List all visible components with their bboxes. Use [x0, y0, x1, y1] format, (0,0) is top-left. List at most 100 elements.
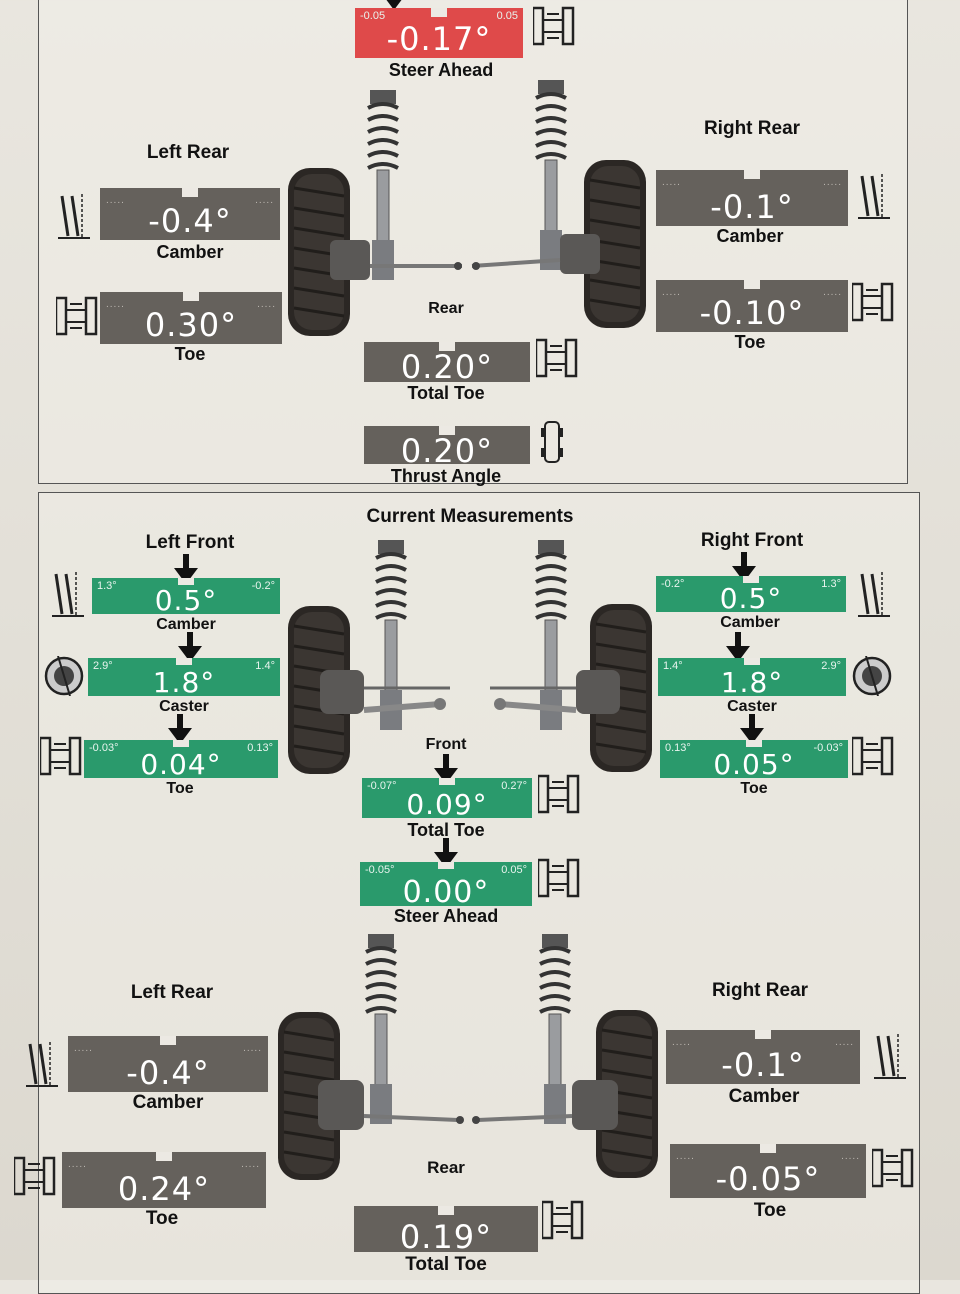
left-front-camber-value: 0.5° [154, 584, 218, 617]
left-rear-camber-gauge: .......... -0.4° [68, 1036, 268, 1092]
panel-title: Current Measurements [366, 506, 574, 527]
gauge-min: -0.03° [89, 742, 119, 754]
rear-total-toe-value: 0.20° [400, 348, 494, 386]
caster-icon [44, 656, 84, 696]
left-front-camber-gauge: 1.3° -0.2° 0.5° [92, 578, 280, 617]
right-front-caster-value: 1.8° [720, 666, 784, 699]
steer-ahead-gauge-top: -0.05 0.05 -0.17° [355, 8, 523, 58]
gauge-max: 0.05° [501, 864, 527, 876]
left-front-toe-label: Toe [166, 780, 194, 797]
camber-icon [56, 192, 92, 240]
rear-total-toe-value: 0.19° [399, 1218, 493, 1256]
toe-axle-icon [14, 1156, 56, 1196]
right-front-camber-label: Camber [720, 614, 780, 631]
right-rear-camber-label: Camber [716, 226, 784, 246]
gauge-max: -0.03° [813, 742, 843, 754]
thrust-angle-gauge: 0.20° [364, 426, 530, 468]
right-rear-camber-gauge: .......... -0.1° [656, 170, 848, 226]
right-rear-title: Right Rear [703, 118, 801, 139]
left-rear-camber-label: Camber [156, 242, 224, 262]
front-total-toe-label: Total Toe [407, 820, 485, 840]
left-rear-toe-value: 0.30° [144, 306, 238, 344]
left-rear-toe-label: Toe [145, 1208, 179, 1229]
rear-total-toe-gauge: 0.19° [354, 1206, 538, 1256]
left-rear-camber-value: -0.4° [148, 202, 232, 240]
camber-icon [50, 570, 86, 618]
front-total-toe-value: 0.09° [406, 788, 488, 821]
left-rear-toe-value: 0.24° [117, 1170, 211, 1208]
rear-alignment-panel-top [38, 0, 908, 484]
steer-ahead-indicator-arrow [382, 0, 406, 10]
vehicle-icon [541, 421, 563, 463]
left-front-caster-label: Caster [159, 698, 209, 715]
steer-ahead-value: -0.17° [386, 20, 492, 58]
camber-icon [856, 172, 892, 220]
steer-axle-icon [538, 858, 580, 898]
gauge-min: -0.2° [661, 578, 685, 590]
rear-section-label: Rear [428, 300, 464, 317]
gauge-tol-min: -0.05 [360, 10, 386, 22]
right-rear-title: Right Rear [711, 980, 809, 1001]
right-front-caster-gauge: 1.4° 2.9° 1.8° [658, 658, 846, 699]
steer-ahead-label: Steer Ahead [388, 60, 494, 80]
left-rear-toe-label: Toe [174, 344, 206, 364]
left-front-title: Left Front [145, 532, 235, 553]
left-rear-camber-gauge: .......... -0.4° [100, 188, 280, 240]
right-rear-toe-value: -0.10° [699, 294, 805, 332]
toe-axle-icon [536, 338, 578, 378]
right-rear-toe-gauge: .......... -0.10° [656, 280, 848, 332]
front-section-label: Front [425, 736, 467, 753]
right-front-camber-value: 0.5° [719, 582, 783, 615]
camber-icon [24, 1040, 60, 1088]
gauge-tol-max: 0.05 [496, 10, 518, 22]
right-rear-camber-label: Camber [728, 1086, 800, 1107]
gauge-min: -0.05° [365, 864, 395, 876]
toe-axle-icon [56, 296, 98, 336]
gauge-max: 0.13° [247, 742, 273, 754]
gauge-max: 2.9° [821, 660, 841, 672]
rear-total-toe-label: Total Toe [407, 383, 485, 403]
left-rear-title: Left Rear [130, 982, 214, 1003]
thrust-angle-value: 0.20° [400, 432, 494, 470]
rear-total-toe-label: Total Toe [405, 1254, 487, 1275]
right-rear-camber-value: -0.1° [710, 188, 794, 226]
gauge-min: 1.3° [97, 580, 117, 592]
right-front-toe-gauge: 0.13° -0.03° 0.05° [660, 740, 848, 781]
rear-axle-linkage [318, 1080, 618, 1130]
left-front-camber-label: Camber [156, 616, 216, 633]
front-total-toe-gauge: -0.07° 0.27° 0.09° [362, 778, 532, 821]
left-front-caster-value: 1.8° [152, 666, 216, 699]
front-control-arms [320, 670, 620, 714]
right-rear-toe-label: Toe [753, 1200, 787, 1221]
steer-ahead-label: Steer Ahead [393, 906, 499, 926]
camber-icon [872, 1032, 908, 1080]
left-front-toe-gauge: -0.03° 0.13° 0.04° [84, 740, 278, 781]
gauge-min: 2.9° [93, 660, 113, 672]
right-rear-toe-label: Toe [734, 332, 766, 352]
toe-axle-icon [852, 736, 894, 776]
gauge-max: 1.3° [821, 578, 841, 590]
right-front-toe-value: 0.05° [713, 748, 795, 781]
rear-total-toe-gauge: 0.20° [364, 342, 530, 386]
gauge-max: 1.4° [255, 660, 275, 672]
toe-axle-icon [852, 282, 894, 322]
left-front-caster-gauge: 2.9° 1.4° 1.8° [88, 658, 280, 699]
left-rear-camber-value: -0.4° [126, 1054, 210, 1092]
toe-axle-icon [40, 736, 82, 776]
camber-icon [856, 570, 892, 618]
right-rear-toe-value: -0.05° [715, 1160, 821, 1198]
toe-axle-icon [542, 1200, 584, 1240]
left-rear-title: Left Rear [146, 142, 230, 163]
rear-section-label: Rear [427, 1158, 465, 1177]
steer-ahead-value: 0.00° [402, 875, 490, 910]
toe-axle-icon [538, 774, 580, 814]
left-rear-toe-gauge: .......... 0.30° [100, 292, 282, 344]
right-rear-camber-gauge: .......... -0.1° [666, 1030, 860, 1084]
right-rear-camber-value: -0.1° [721, 1046, 805, 1084]
gauge-min: 0.13° [665, 742, 691, 754]
right-front-caster-label: Caster [727, 698, 777, 715]
gauge-max: -0.2° [251, 580, 275, 592]
left-rear-toe-gauge: .......... 0.24° [62, 1152, 266, 1208]
gauge-min: -0.07° [367, 780, 397, 792]
gauge-max: 0.27° [501, 780, 527, 792]
